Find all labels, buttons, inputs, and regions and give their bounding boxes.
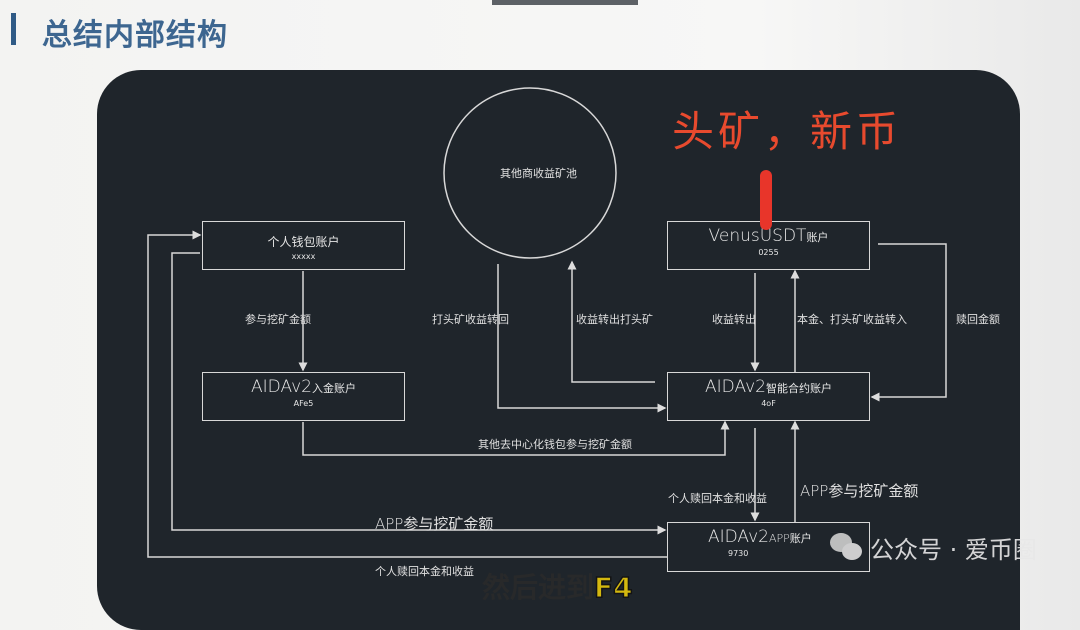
label-contract-pool: 收益转出打头矿 xyxy=(576,313,653,326)
contract-account-box: AIDAv2智能合约账户 4oF xyxy=(667,372,870,421)
app-title: AIDAv2 xyxy=(708,527,769,547)
subtitle-text: 然后进到 xyxy=(482,571,595,604)
deposit-title-cn: 入金账户 xyxy=(311,382,356,395)
venus-sub: 0255 xyxy=(758,248,779,257)
edge-contract-pool xyxy=(567,260,655,383)
edge-venus-redeem xyxy=(870,243,947,402)
deposit-sub: AFe5 xyxy=(293,399,314,408)
label-app-wallet: 个人赎回本金和收益 xyxy=(375,565,474,578)
video-top-bar xyxy=(492,0,638,5)
deposit-account-box: AIDAv2入金账户 AFe5 xyxy=(202,372,405,421)
label-venus-contract: 收益转出 xyxy=(712,313,756,326)
label-app-contract: APP参与挖矿金额 xyxy=(800,482,919,500)
watermark-text: 公众号 · 爱币圈 xyxy=(870,536,1037,564)
label-pool-contract: 打头矿收益转回 xyxy=(432,313,509,326)
red-pointer-mark xyxy=(760,170,772,230)
subtitle-highlight: F4 xyxy=(593,570,633,605)
diagram-panel xyxy=(97,70,1020,630)
label-wallet-app: APP参与挖矿金额 xyxy=(375,515,494,533)
title-accent-bar xyxy=(11,13,16,45)
label-venus-redeem: 赎回金额 xyxy=(956,313,1000,326)
mining-pool-label: 其他商收益矿池 xyxy=(500,167,577,180)
wechat-icon xyxy=(830,532,864,563)
diagram-connectors xyxy=(147,87,947,558)
watermark: 公众号 · 爱币圈 xyxy=(830,530,1037,565)
mining-pool-circle xyxy=(443,87,617,259)
wallet-account-box: 个人钱包账户 xxxxx xyxy=(202,221,405,270)
label-deposit-contract: 其他去中心化钱包参与挖矿金额 xyxy=(478,438,632,451)
contract-sub: 4oF xyxy=(761,399,776,408)
contract-title: AIDAv2 xyxy=(705,377,766,397)
label-contract-venus: 本金、打头矿收益转入 xyxy=(797,313,907,326)
edge-app-wallet xyxy=(147,230,667,558)
contract-title-cn: 智能合约账户 xyxy=(765,382,832,395)
app-title-cn: APP账户 xyxy=(768,532,812,545)
edge-wallet-app xyxy=(171,252,667,535)
venus-title-cn: 账户 xyxy=(806,231,829,244)
deposit-title: AIDAv2 xyxy=(251,377,312,397)
edge-pool-contract xyxy=(497,264,667,413)
app-account-box: AIDAv2APP账户 9730 xyxy=(667,522,870,572)
edge-deposit-contract xyxy=(302,420,730,456)
page-title: 总结内部结构 xyxy=(42,18,228,53)
app-sub: 9730 xyxy=(728,549,749,558)
wallet-title: 个人钱包账户 xyxy=(267,235,340,249)
label-contract-app: 个人赎回本金和收益 xyxy=(668,492,767,505)
venus-title: VenusUSDT xyxy=(708,226,807,246)
wallet-sub: xxxxx xyxy=(291,252,316,261)
video-subtitle: 然后进到F4 xyxy=(482,566,633,606)
red-annotation: 头矿，新币 xyxy=(672,107,903,156)
label-wallet-deposit: 参与挖矿金额 xyxy=(245,313,311,326)
